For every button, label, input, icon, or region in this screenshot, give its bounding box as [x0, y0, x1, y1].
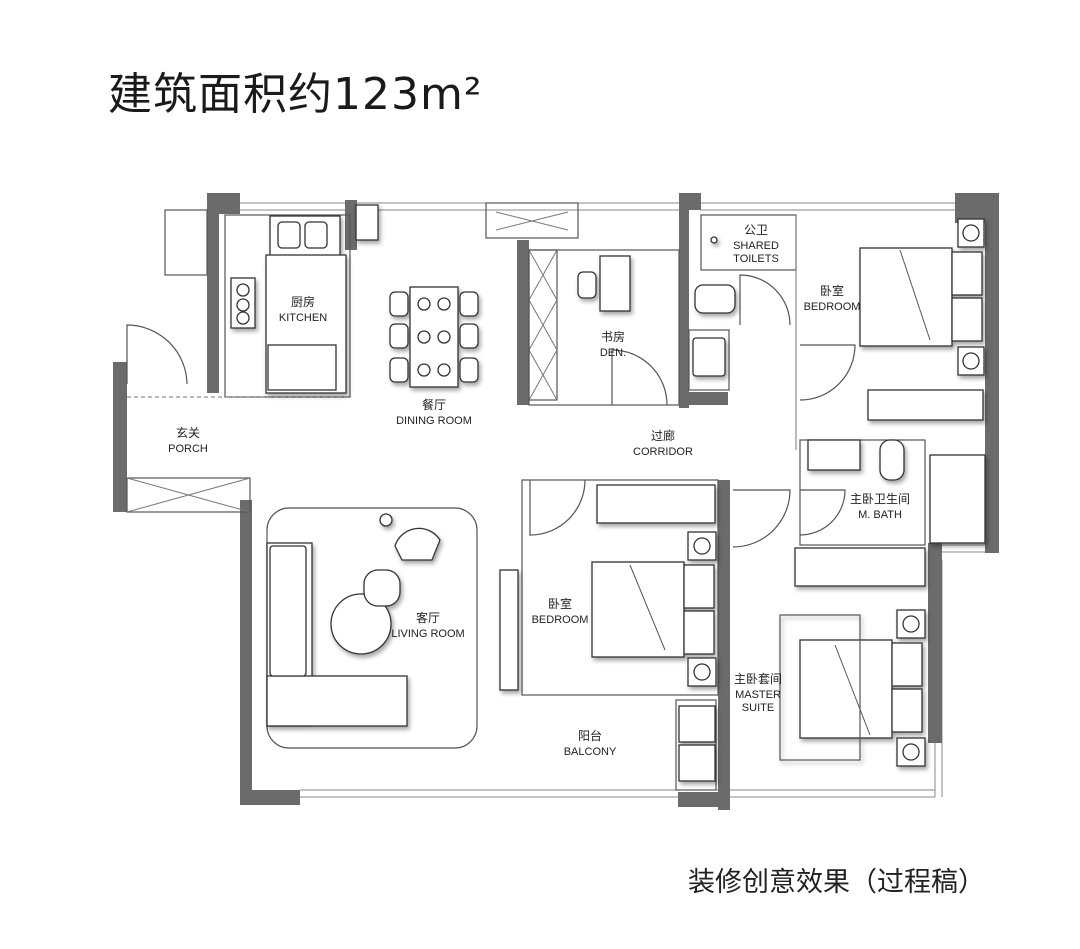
den-desk [577, 255, 631, 312]
living-room-furniture [266, 513, 441, 727]
dining-label-en: DINING ROOM [396, 415, 472, 427]
mbath-label-en: M. BATH [858, 509, 902, 521]
kitchen-label-en: KITCHEN [279, 312, 327, 324]
den-label-en: DEN. [600, 347, 626, 359]
master-bath-fixtures [807, 439, 986, 544]
footer-note: 装修创意效果（过程稿） [688, 867, 985, 898]
living-label-en: LIVING ROOM [391, 628, 464, 640]
master-label-en1: MASTER [735, 689, 781, 701]
porch-label-cn: 玄关 [176, 425, 200, 440]
master-suite-furniture [779, 547, 926, 767]
walls [113, 193, 999, 810]
plan-title: 建筑面积约123m² [108, 69, 483, 120]
bedroom-2-furniture [499, 484, 717, 691]
bedroom1-label-en: BEDROOM [804, 301, 861, 313]
bedroom2-label-cn: 卧室 [548, 596, 572, 611]
balcony-label-cn: 阳台 [578, 728, 602, 743]
dining-table [389, 286, 479, 388]
master-label-en2: SUITE [742, 702, 774, 714]
room-labels: 厨房 KITCHEN 餐厅 DINING ROOM 书房 DEN. 公卫 SHA… [168, 223, 910, 758]
bedroom1-label-cn: 卧室 [820, 283, 844, 298]
bedroom-1-furniture [859, 218, 985, 421]
bedroom2-label-en: BEDROOM [532, 614, 589, 626]
dining-label-cn: 餐厅 [422, 397, 446, 412]
kitchen-furniture [230, 204, 379, 394]
toilet-label-cn: 公卫 [744, 223, 768, 237]
mbath-label-cn: 主卧卫生间 [850, 492, 910, 506]
doors [126, 274, 856, 548]
shared-toilet-fixtures [692, 236, 736, 377]
corridor-label-cn: 过廊 [651, 428, 675, 443]
balcony-label-en: BALCONY [564, 746, 617, 758]
corridor-label-en: CORRIDOR [633, 446, 693, 458]
master-label-cn: 主卧套间 [734, 672, 782, 686]
living-label-cn: 客厅 [416, 610, 440, 625]
toilet-label-en2: TOILETS [733, 253, 779, 265]
den-label-cn: 书房 [601, 329, 625, 344]
porch-label-en: PORCH [168, 443, 208, 455]
kitchen-label-cn: 厨房 [291, 294, 315, 309]
toilet-label-en1: SHARED [733, 240, 779, 252]
balcony-fixtures [678, 705, 716, 782]
